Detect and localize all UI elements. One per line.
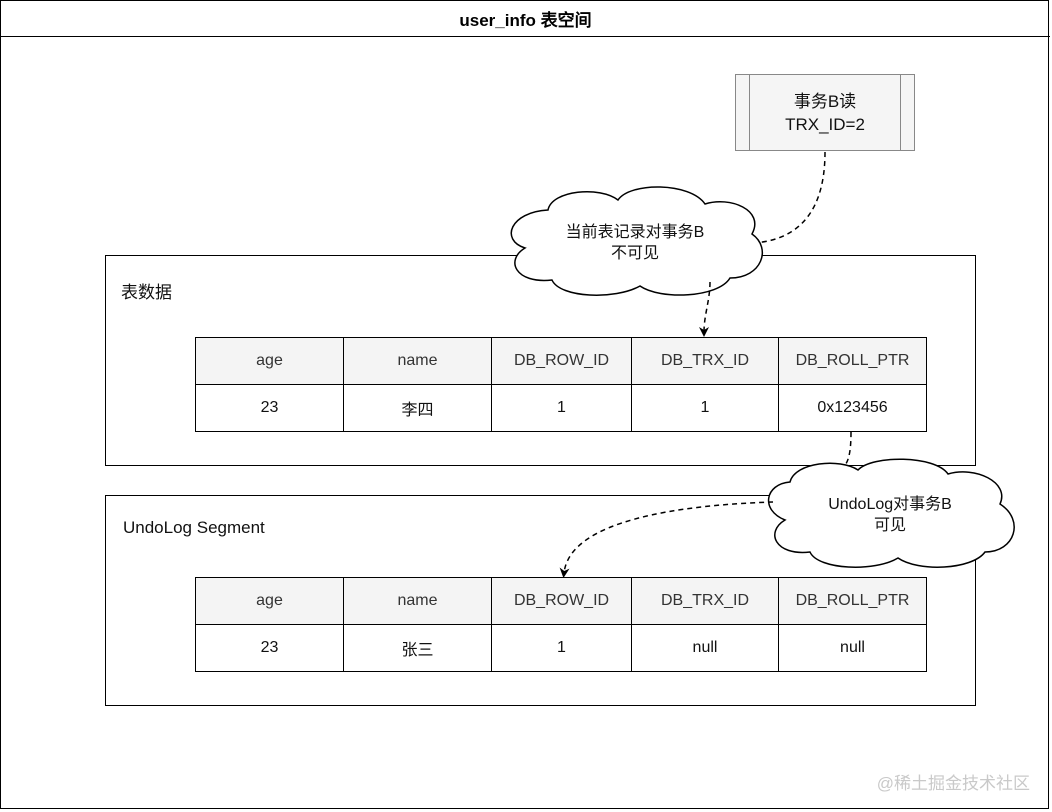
header-db-roll-ptr: DB_ROLL_PTR (778, 577, 927, 625)
header-db-trx-id: DB_TRX_ID (631, 337, 779, 385)
cell-age: 23 (195, 624, 344, 672)
process-bar-left (736, 75, 750, 150)
cloud-bottom-line1: UndoLog对事务B (828, 496, 952, 513)
cloud-top-line2: 不可见 (610, 245, 659, 262)
cloud-bottom-shape (767, 458, 1015, 568)
cloud-top-line1: 当前表记录对事务B (565, 224, 705, 241)
cell-db-row-id: 1 (491, 384, 632, 432)
header-age: age (195, 577, 344, 625)
diagram-title: user_info 表空间 (1, 1, 1050, 37)
cell-name: 李四 (343, 384, 492, 432)
header-name: name (343, 577, 492, 625)
watermark: @稀土掘金技术社区 (876, 774, 1030, 793)
undolog-record-table: age name DB_ROW_ID DB_TRX_ID DB_ROLL_PTR… (195, 577, 927, 672)
cell-name: 张三 (343, 624, 492, 672)
undolog-label: UndoLog Segment (123, 518, 265, 537)
cloud-top-shape (510, 186, 763, 296)
header-db-row-id: DB_ROW_ID (491, 337, 632, 385)
current-record-table: age name DB_ROW_ID DB_TRX_ID DB_ROLL_PTR… (195, 337, 927, 432)
connector-transaction-to-cloud (752, 151, 826, 244)
cell-db-trx-id: null (631, 624, 779, 672)
transaction-label: 事务B读 (793, 91, 857, 111)
cell-db-roll-ptr: 0x123456 (778, 384, 927, 432)
cloud-top-text: 当前表记录对事务B 不可见 (520, 218, 750, 268)
cell-age: 23 (195, 384, 344, 432)
transaction-id: TRX_ID=2 (785, 114, 865, 134)
connector-cloud-to-row-id (559, 501, 774, 578)
cloud-bottom-line2: 可见 (873, 517, 906, 534)
header-db-row-id: DB_ROW_ID (491, 577, 632, 625)
header-age: age (195, 337, 344, 385)
connector-cloud-to-trx-id (699, 281, 711, 337)
header-name: name (343, 337, 492, 385)
header-db-trx-id: DB_TRX_ID (631, 577, 779, 625)
table-data-label: 表数据 (121, 283, 172, 302)
cloud-bottom-text: UndoLog对事务B 可见 (780, 490, 1000, 540)
header-db-roll-ptr: DB_ROLL_PTR (778, 337, 927, 385)
process-bar-right (900, 75, 914, 150)
transaction-b-box: 事务B读 TRX_ID=2 (735, 74, 915, 151)
cell-db-roll-ptr: null (778, 624, 927, 672)
cell-db-row-id: 1 (491, 624, 632, 672)
